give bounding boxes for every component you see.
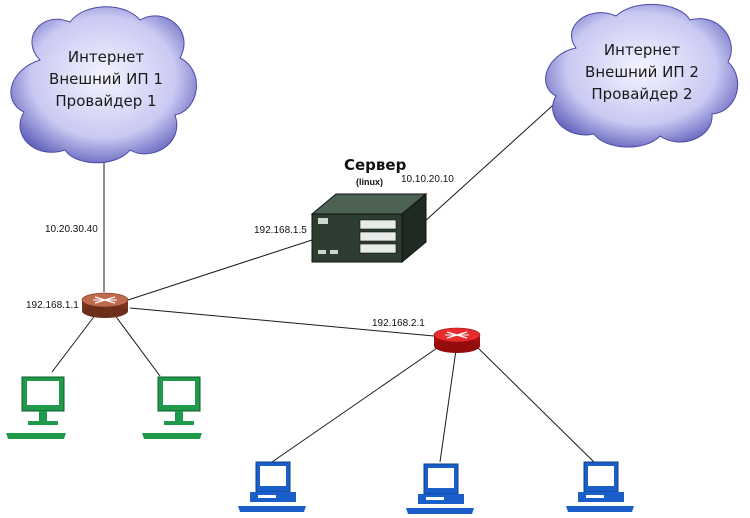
server-wan-ip: 10.10.20.10 <box>401 174 454 185</box>
computer-icon <box>238 461 306 512</box>
router1-lan-ip: 192.168.1.1 <box>26 300 79 311</box>
server-lan-ip: 192.168.1.5 <box>254 225 307 236</box>
router-icon <box>433 327 481 353</box>
server: Сервер (linux) 10.10.20.10 192.168.1.5 <box>254 156 454 264</box>
pc-blue-3 <box>566 461 634 512</box>
cloud1-line1: Интернет <box>68 48 145 66</box>
link-server-cloud2 <box>423 87 573 223</box>
router2-lan-ip: 192.168.2.1 <box>372 318 425 329</box>
router-2: 192.168.2.1 <box>372 318 481 353</box>
cloud2-line3: Провайдер 2 <box>591 85 692 103</box>
computer-icon <box>6 376 66 439</box>
cloud1-line2: Внешний ИП 1 <box>49 70 163 88</box>
cloud2-line2: Внешний ИП 2 <box>585 63 699 81</box>
cloud2-line1: Интернет <box>604 41 681 59</box>
router-1: 10.20.30.40 192.168.1.1 <box>26 224 129 318</box>
router-icon <box>81 292 129 318</box>
computer-icon <box>406 463 474 514</box>
pc-green-1 <box>6 376 66 439</box>
link-router2-pc-blue-1 <box>271 345 441 463</box>
internet-cloud-1: Интернет Внешний ИП 1 Провайдер 1 <box>10 6 197 164</box>
cloud-shape <box>10 6 197 164</box>
pc-blue-2 <box>406 463 474 514</box>
link-router1-router2 <box>129 307 435 337</box>
pc-blue-1 <box>238 461 306 512</box>
link-router1-pc-green-1 <box>51 313 97 373</box>
cloud1-line3: Провайдер 1 <box>55 92 156 110</box>
pc-green-2 <box>142 376 202 439</box>
link-router2-pc-blue-2 <box>439 349 457 463</box>
link-router1-server <box>127 239 313 301</box>
computer-icon <box>566 461 634 512</box>
router1-wan-ip: 10.20.30.40 <box>45 224 98 235</box>
cloud-shape <box>545 3 739 148</box>
link-router1-pc-green-2 <box>113 313 161 377</box>
internet-cloud-2: Интернет Внешний ИП 2 Провайдер 2 <box>545 3 739 148</box>
computer-icon <box>142 376 202 439</box>
link-router2-pc-blue-3 <box>475 345 597 465</box>
server-subtitle: (linux) <box>356 177 383 187</box>
server-title: Сервер <box>344 156 407 174</box>
connections <box>51 87 597 465</box>
server-icon <box>310 192 428 264</box>
